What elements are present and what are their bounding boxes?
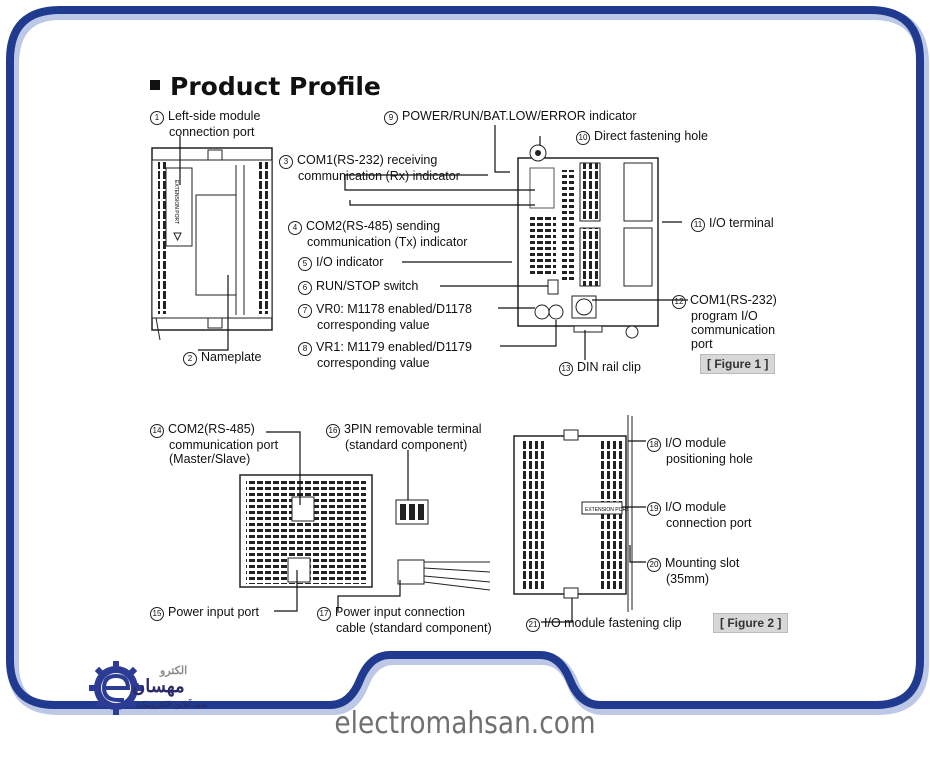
callout-17-line-1: Power input connection: [335, 605, 465, 619]
callout-9-line-1: POWER/RUN/BAT.LOW/ERROR indicator: [402, 109, 637, 123]
callout-12-number: 12: [672, 295, 686, 309]
callout-19-line-2: connection port: [666, 516, 752, 530]
callout-8-number: 8: [298, 342, 312, 356]
callout-18: 18 I/O module positioning hole: [647, 436, 753, 466]
callout-1-line-2: connection port: [169, 125, 255, 139]
callout-16: 16 3PIN removable terminal (standard comp…: [326, 422, 482, 452]
callout-5: 5 I/O indicator: [298, 255, 383, 271]
callout-15-line-1: Power input port: [168, 605, 260, 619]
callout-10: 10 Direct fastening hole: [576, 129, 708, 145]
callout-13: 13 DIN rail clip: [559, 360, 641, 376]
callout-3-line-2: communication (Rx) indicator: [298, 169, 460, 183]
callout-4: 4 COM2(RS-485) sending communication (Tx)…: [288, 219, 467, 249]
page-title: Product Profile: [150, 72, 381, 101]
callout-21-number: 21: [526, 618, 540, 632]
callout-18-line-1: I/O module: [665, 436, 727, 450]
extension-port-label: EXTENSION PORT: [173, 180, 179, 224]
callout-21: 21 I/O module fastening clip: [526, 616, 682, 632]
title-bullet: [150, 80, 160, 90]
callout-19-line-1: I/O module: [665, 500, 727, 514]
fig2-left-leader-lines: [266, 431, 409, 612]
callout-7: 7 VR0: M1178 enabled/D1178 corresponding …: [298, 302, 472, 332]
callout-14-line-3: (Master/Slave): [169, 452, 251, 466]
gear-logo-icon: [89, 661, 143, 715]
callout-2: 2 Nameplate: [183, 350, 261, 366]
callout-1-line-1: Left-side module: [168, 109, 261, 123]
logo-arabic-top: الکترو: [160, 665, 188, 677]
callout-14-line-2: communication port: [169, 438, 279, 452]
callout-6-number: 6: [298, 281, 312, 295]
callout-3-line-1: COM1(RS-232) receiving: [297, 153, 438, 167]
callout-12-line-4: port: [691, 337, 713, 351]
callout-8-line-1: VR1: M1179 enabled/D1179: [316, 340, 472, 354]
callout-17-line-2: cable (standard component): [336, 621, 492, 635]
callout-17-number: 17: [317, 607, 331, 621]
callout-7-number: 7: [298, 304, 312, 318]
logo-arabic-sub: سید آنلاین الکترونیکی: [136, 700, 207, 709]
callout-16-line-1: 3PIN removable terminal: [344, 422, 482, 436]
callout-1-number: 1: [150, 111, 164, 125]
watermark-url: electromahsan.com: [334, 706, 596, 741]
callout-15: 15 Power input port: [150, 605, 259, 621]
callout-3: 3 COM1(RS-232) receiving communication (R…: [279, 153, 460, 183]
figure-1-label: [ Figure 1 ]: [700, 354, 776, 374]
callout-12-line-2: program I/O: [691, 309, 758, 323]
callout-4-number: 4: [288, 221, 302, 235]
callout-2-line-1: Nameplate: [201, 350, 262, 364]
callout-4-line-2: communication (Tx) indicator: [307, 235, 468, 249]
callout-2-number: 2: [183, 352, 197, 366]
callout-4-line-1: COM2(RS-485) sending: [306, 219, 441, 233]
callout-19: 19 I/O module connection port: [647, 500, 751, 530]
callout-6-line-1: RUN/STOP switch: [316, 279, 419, 293]
callout-18-line-2: positioning hole: [666, 452, 753, 466]
figure-2-label: [ Figure 2 ]: [713, 613, 789, 633]
callout-20-line-1: Mounting slot: [665, 556, 740, 570]
callout-1: 1 Left-side module connection port: [150, 109, 260, 139]
logo-arabic-main: مهسان: [132, 676, 185, 696]
callout-8: 8 VR1: M1179 enabled/D1179 corresponding …: [298, 340, 472, 370]
callout-9: 9 POWER/RUN/BAT.LOW/ERROR indicator: [384, 109, 637, 125]
callout-6: 6 RUN/STOP switch: [298, 279, 418, 295]
callout-11-line-1: I/O terminal: [709, 216, 774, 230]
callout-8-line-2: corresponding value: [317, 356, 430, 370]
callout-12-line-3: communication: [691, 323, 776, 337]
callout-15-number: 15: [150, 607, 164, 621]
callout-16-line-2: (standard component): [345, 438, 468, 452]
callout-20: 20 Mounting slot (35mm): [647, 556, 739, 586]
callout-21-line-1: I/O module fastening clip: [544, 616, 682, 630]
callout-18-number: 18: [647, 438, 661, 452]
callout-16-number: 16: [326, 424, 340, 438]
fig1-leader-lines: [179, 125, 688, 360]
fig1-front-view: [517, 144, 659, 339]
module-port-label: EXTENSION PORT: [585, 507, 629, 513]
callout-7-line-1: VR0: M1178 enabled/D1178: [316, 302, 472, 316]
callout-3-number: 3: [279, 155, 293, 169]
callout-11-number: 11: [691, 218, 705, 232]
callout-14: 14 COM2(RS-485) communication port (Maste…: [150, 422, 278, 466]
callout-14-line-1: COM2(RS-485): [168, 422, 255, 436]
callout-20-line-2: (35mm): [666, 572, 710, 586]
callout-11: 11 I/O terminal: [691, 216, 774, 232]
callout-7-line-2: corresponding value: [317, 318, 430, 332]
callout-10-line-1: Direct fastening hole: [594, 129, 708, 143]
callout-19-number: 19: [647, 502, 661, 516]
fig2-module-view: [513, 415, 633, 612]
callout-12: 12 COM1(RS-232) program I/O communication…: [672, 293, 777, 351]
callout-5-number: 5: [298, 257, 312, 271]
callout-20-number: 20: [647, 558, 661, 572]
fig2-right-leader-lines: [541, 440, 646, 623]
fig1-side-view: [151, 147, 273, 341]
callout-13-line-1: DIN rail clip: [577, 360, 641, 374]
callout-13-number: 13: [559, 362, 573, 376]
callout-17: 17 Power input connection cable (standard…: [317, 605, 492, 635]
fig2-bottom-view: [239, 474, 491, 591]
callout-12-line-1: COM1(RS-232): [690, 293, 777, 307]
callout-5-line-1: I/O indicator: [316, 255, 384, 269]
callout-14-number: 14: [150, 424, 164, 438]
callout-10-number: 10: [576, 131, 590, 145]
callout-9-number: 9: [384, 111, 398, 125]
